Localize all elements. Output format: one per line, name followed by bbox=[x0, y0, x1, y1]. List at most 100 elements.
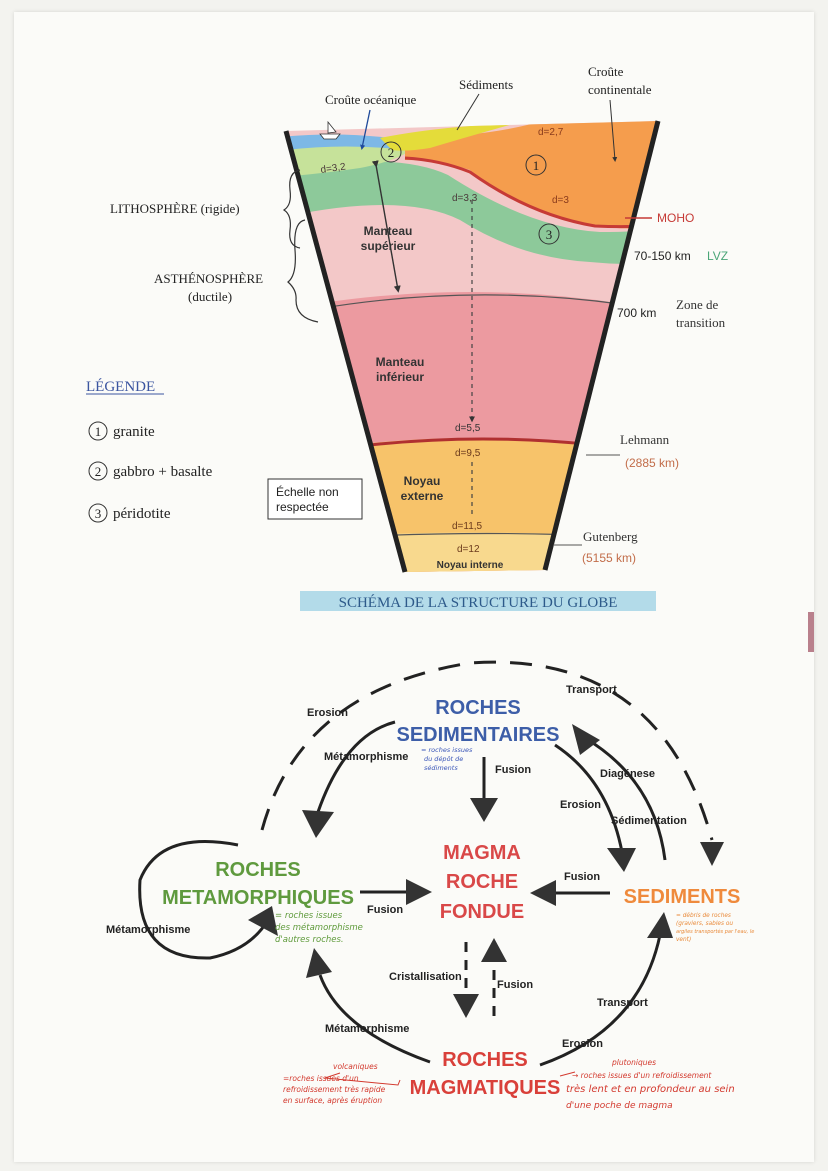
fusion-up-arrowhead bbox=[481, 938, 507, 962]
sediments-note: argiles transportés par l'eau, le bbox=[676, 928, 754, 935]
lvz-depth-label: 70-150 km bbox=[634, 249, 691, 263]
legend-marker: 3 bbox=[95, 506, 102, 521]
legend-item-label: granite bbox=[113, 424, 155, 440]
lower-mantle-label: Manteau bbox=[376, 355, 425, 369]
transport-arrowhead bbox=[700, 842, 724, 866]
granite-marker-circle bbox=[525, 154, 547, 176]
volcanic-note-title: volcaniques bbox=[333, 1062, 378, 1071]
continental-crust-label: Croûte bbox=[588, 64, 624, 79]
sed-erosion-arc bbox=[554, 743, 624, 853]
metamorphic-rocks-title: ROCHES bbox=[215, 859, 301, 881]
peridotite-marker-circle bbox=[538, 223, 560, 245]
legend-marker-circle bbox=[88, 421, 108, 441]
continental-crust-layer bbox=[405, 121, 658, 229]
process-label: Métamorphisme bbox=[106, 924, 190, 936]
scale-label: Échelle non bbox=[276, 484, 339, 499]
density-label: d=3 bbox=[552, 195, 569, 206]
fusion-sediments-arrowhead bbox=[530, 880, 556, 906]
peridotite-layer bbox=[286, 161, 658, 264]
fusion-meta-arrowhead bbox=[406, 879, 432, 905]
density-label: d=9,5 bbox=[455, 448, 481, 459]
process-label: Erosion bbox=[560, 799, 601, 811]
process-label: Métamorphisme bbox=[325, 1023, 409, 1035]
sediments-note: (graviers, sables ou bbox=[676, 921, 733, 927]
caption-highlight bbox=[300, 591, 656, 611]
dashed-outer-arc bbox=[260, 660, 714, 841]
process-label: Fusion bbox=[564, 871, 600, 883]
upper-mantle-label: Manteau bbox=[364, 224, 413, 238]
volcanic-note: =roches issues d'un bbox=[283, 1074, 359, 1083]
plutonic-note: d'une poche de magma bbox=[566, 1101, 673, 1111]
gutenberg-label: Gutenberg bbox=[583, 529, 638, 544]
process-label: Fusion bbox=[495, 764, 531, 776]
lehmann-depth-label: (2885 km) bbox=[625, 456, 679, 470]
plutonic-note-pointer bbox=[559, 1071, 576, 1077]
process-label: Fusion bbox=[367, 904, 403, 916]
sedimentary-note: du dépôt de bbox=[424, 755, 463, 763]
density-label: d=11,5 bbox=[452, 521, 483, 532]
process-label: Transport bbox=[566, 684, 617, 696]
plutonic-note: → roches issues d'un refroidissement bbox=[572, 1071, 712, 1080]
magmatic-rocks-title: ROCHES bbox=[442, 1049, 528, 1071]
legend-item-label: péridotite bbox=[113, 506, 171, 522]
lehmann-label: Lehmann bbox=[620, 432, 670, 447]
oceanic-crust-layer bbox=[286, 145, 410, 178]
earth-structure-diagram: d=2,7 d=3,2 d=3 d=3,3 d=5,5 d=9,5 d=11,5… bbox=[86, 64, 728, 611]
mag-meta-arrowhead bbox=[306, 948, 332, 978]
continental-crust-pointer bbox=[609, 99, 618, 162]
inner-core-label: Noyau interne bbox=[437, 560, 504, 571]
plutonic-note: très lent et en profondeur au sein bbox=[566, 1083, 735, 1095]
legend: LÉGENDE 1 granite 2 gabbro + basalte 3 p… bbox=[86, 378, 213, 523]
sed-to-meta-arc bbox=[316, 720, 396, 813]
mag-to-meta-arc bbox=[318, 974, 431, 1064]
asthenosphere-label: (ductile) bbox=[188, 289, 232, 304]
density-label: d=12 bbox=[457, 544, 480, 555]
boat-icon bbox=[319, 120, 341, 140]
continental-crust-label: continentale bbox=[588, 82, 652, 97]
metamorphic-note: des métamorphisme bbox=[275, 922, 363, 933]
metamorphic-note: = roches issues bbox=[275, 911, 343, 921]
sediments-note: vent) bbox=[676, 937, 691, 943]
process-label: Sédimentation bbox=[611, 815, 687, 827]
lower-mantle-label: inférieur bbox=[376, 370, 424, 384]
density-label: d=5,5 bbox=[455, 423, 481, 434]
magma-title: ROCHE bbox=[446, 871, 518, 893]
sediments-title: SEDIMENTS bbox=[624, 886, 741, 908]
magma-title: FONDUE bbox=[440, 901, 524, 923]
asthenosphere-label: ASTHÉNOSPHÈRE bbox=[154, 271, 263, 286]
granite-marker: 1 bbox=[533, 158, 540, 173]
volcanic-note: en surface, après éruption bbox=[283, 1096, 382, 1105]
gutenberg-depth-label: (5155 km) bbox=[582, 551, 636, 565]
process-label: Transport bbox=[597, 997, 648, 1009]
magmatic-rocks-title: MAGMATIQUES bbox=[410, 1077, 561, 1099]
legend-marker: 2 bbox=[95, 464, 102, 479]
volcanic-note-pointer bbox=[324, 1072, 401, 1086]
lithosphere-brace bbox=[282, 169, 301, 249]
crystallisation-arrowhead bbox=[453, 994, 479, 1018]
sediments-note: = débris de roches bbox=[676, 912, 731, 919]
oceanic-crust-label: Croûte océanique bbox=[325, 92, 417, 107]
rock-cycle-diagram: ROCHES SEDIMENTAIRES ROCHES METAMORPHIQU… bbox=[106, 660, 754, 1111]
sedimentary-note: sédiments bbox=[424, 764, 458, 772]
metamorphic-rocks-title: METAMORPHIQUES bbox=[162, 887, 354, 909]
transition-label: Zone de bbox=[676, 297, 718, 312]
density-label: d=2,7 bbox=[538, 127, 564, 138]
sedimentary-rocks-title: SEDIMENTAIRES bbox=[397, 724, 560, 746]
sedimentary-rocks-title: ROCHES bbox=[435, 697, 521, 719]
lvz-label: LVZ bbox=[707, 249, 728, 263]
page-edge-strip bbox=[808, 612, 814, 652]
legend-title: LÉGENDE bbox=[86, 378, 155, 395]
mag-to-sediments-arc bbox=[539, 934, 662, 1067]
sediments-pointer bbox=[456, 93, 480, 131]
process-label: Erosion bbox=[307, 707, 348, 719]
ocean-layer bbox=[286, 134, 405, 152]
sedimentary-note: = roches issues bbox=[421, 746, 473, 754]
asthenosphere-arrow bbox=[371, 160, 401, 293]
scale-label: respectée bbox=[276, 500, 329, 514]
cone-left-edge bbox=[283, 130, 408, 573]
legend-marker-circle bbox=[88, 461, 108, 481]
loop-arrowhead bbox=[248, 906, 278, 936]
volcanic-note: refroidissement très rapide bbox=[283, 1085, 386, 1094]
transition-depth-label: 700 km bbox=[617, 306, 656, 320]
